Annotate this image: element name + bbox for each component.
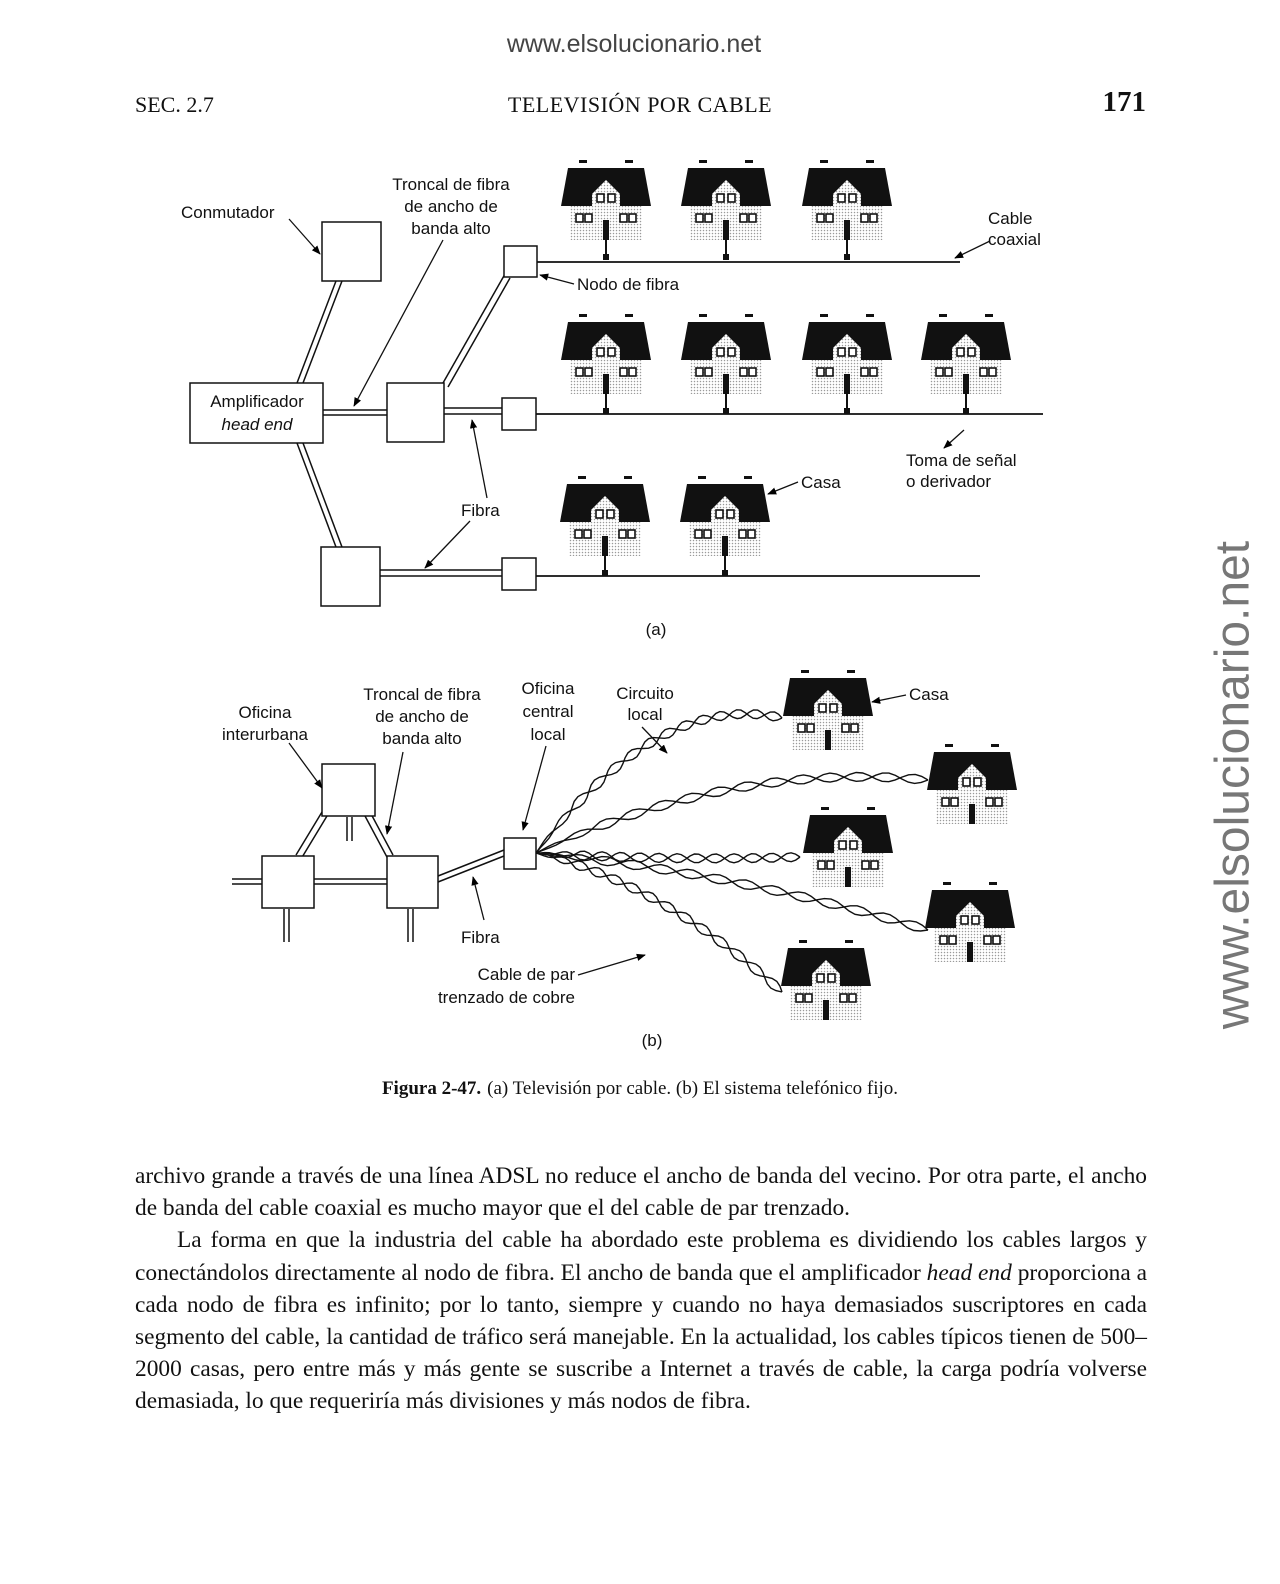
central-office-box [503, 837, 537, 870]
label-troncal-a-2: de ancho de [404, 197, 498, 216]
label-troncal-b-2: de ancho de [375, 707, 469, 726]
label-casa-b: Casa [909, 685, 949, 704]
twisted-pair-wire [535, 709, 783, 854]
section-number: SEC. 2.7 [135, 92, 214, 117]
caption-text: (a) Televisión por cable. (b) El sistema… [487, 1078, 899, 1099]
label-circuito-2: local [628, 705, 663, 724]
label-circuito-1: Circuito [616, 684, 674, 703]
watermark-top: www.elsolucionario.net [506, 30, 762, 58]
twisted-pair-wire [535, 852, 929, 932]
toll-office-box-left [261, 855, 315, 909]
label-oficina-interurbana-1: Oficina [239, 703, 292, 722]
twisted-pair-wire [536, 850, 801, 864]
switch-box [321, 221, 382, 282]
label-cable: Cable [988, 209, 1032, 228]
paragraph-2: La forma en que la industria del cable h… [135, 1224, 1147, 1417]
running-title: TELEVISIÓN POR CABLE [507, 92, 773, 117]
twisted-pair-loops [535, 709, 929, 993]
label-toma: Toma de señal [906, 451, 1017, 470]
fiber-node-3 [501, 557, 537, 591]
label-conmutador: Conmutador [181, 203, 275, 222]
caption-label: Figura 2-47. [381, 1078, 482, 1099]
label-fibra-a: Fibra [461, 501, 500, 520]
twisted-pair-wire [535, 709, 783, 854]
label-oficina-interurbana-2: interurbana [222, 725, 309, 744]
panel-label-a: (a) [646, 620, 667, 639]
label-fibra-b: Fibra [461, 928, 500, 947]
page-number: 171 [1102, 86, 1147, 118]
label-oficina-central-2: central [522, 702, 573, 721]
paragraph-2-emphasis: head end [926, 1259, 1012, 1286]
junction-box [386, 382, 445, 443]
label-oficina-central-3: local [531, 725, 566, 744]
label-head-end: head end [222, 415, 293, 434]
lower-junction-box [320, 546, 381, 607]
body-text: archivo grande a través de una línea ADS… [135, 1160, 1147, 1418]
toll-office-box-right [386, 855, 439, 909]
fiber-node-2 [501, 397, 537, 431]
label-coaxial: coaxial [988, 230, 1041, 249]
figure-caption: Figura 2-47.(a) Televisión por cable. (b… [0, 1078, 1280, 1100]
label-casa-a: Casa [801, 473, 841, 492]
label-oficina-central-1: Oficina [522, 679, 575, 698]
fiber-node-1 [503, 245, 538, 278]
twisted-pair-wire [535, 852, 783, 993]
figure-2-47: Conmutador Troncal de fibra de ancho de … [181, 0, 1043, 1050]
label-amplificador: Amplificador [210, 392, 304, 411]
paragraph-1: archivo grande a través de una línea ADS… [135, 1163, 1147, 1222]
label-troncal-b-3: banda alto [382, 729, 461, 748]
figure-a-diagram: Conmutador Troncal de fibra de ancho de … [181, 160, 1043, 639]
figure-b-diagram: Oficina interurbana Troncal de fibra de … [222, 669, 1018, 1050]
panel-label-b: (b) [642, 1031, 663, 1050]
toll-office-box [321, 763, 376, 817]
label-par-1: Cable de par [478, 965, 576, 984]
label-par-2: trenzado de cobre [438, 988, 575, 1007]
twisted-pair-wire [535, 772, 929, 854]
paragraph-2-part-2: proporciona a cada nodo de fibra es infi… [135, 1259, 1147, 1415]
label-troncal-a-3: banda alto [411, 219, 490, 238]
label-nodo-fibra: Nodo de fibra [577, 275, 680, 294]
label-troncal-a-1: Troncal de fibra [392, 175, 510, 194]
paragraph-2-part-1: La forma en que la industria del cable h… [135, 1227, 1147, 1286]
head-end-box [189, 382, 324, 444]
label-derivador: o derivador [906, 472, 991, 491]
label-troncal-b-1: Troncal de fibra [363, 685, 481, 704]
